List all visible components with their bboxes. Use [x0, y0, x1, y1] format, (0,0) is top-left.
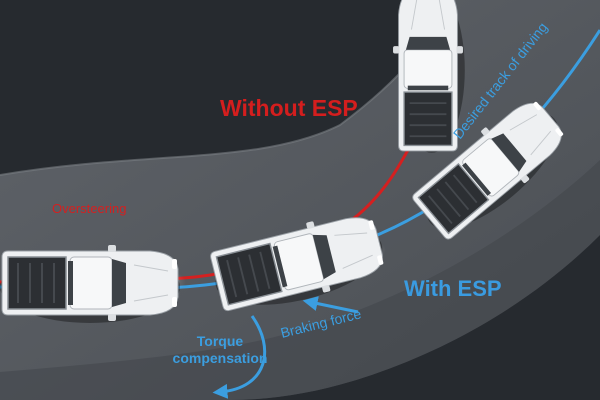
road-inner-shade — [0, 160, 600, 400]
truck-start — [0, 244, 186, 324]
with-esp-label: With ESP — [404, 276, 502, 301]
without-esp-label: Without ESP — [220, 95, 358, 121]
braking-arrow-icon — [302, 296, 359, 314]
truck-oversteering — [205, 205, 392, 321]
torque-arrow-icon — [212, 315, 267, 399]
torque-label-line2: compensation — [173, 350, 268, 366]
torque-label-line1: Torque — [197, 333, 244, 349]
oversteering-label: Oversteering — [52, 201, 126, 216]
